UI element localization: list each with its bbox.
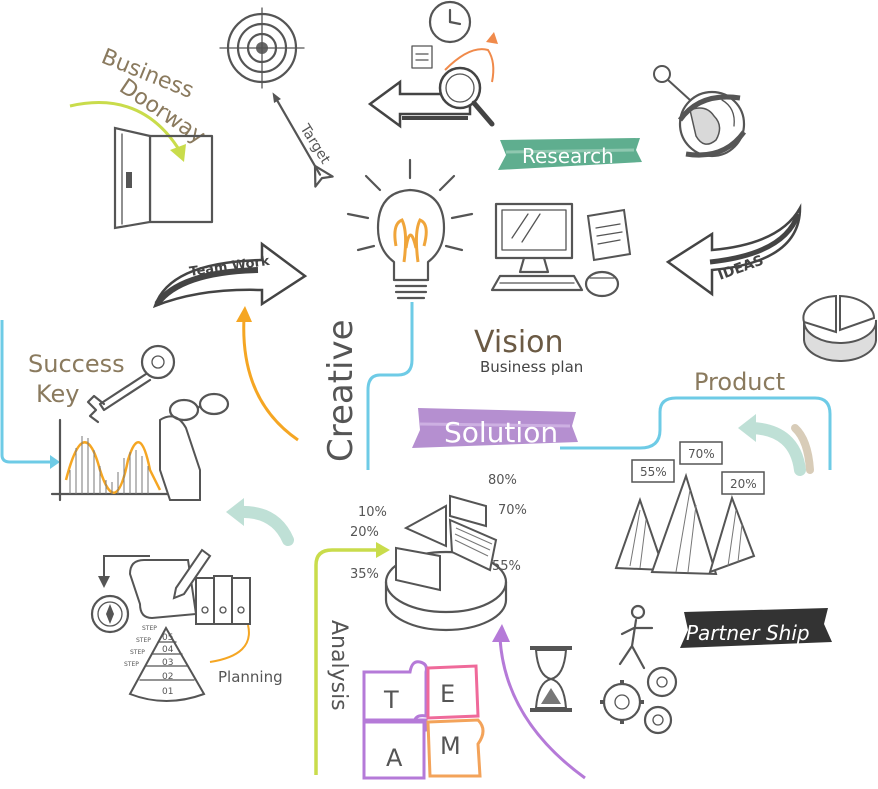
product-percent-1: 55%: [640, 465, 667, 479]
magnifier-icon: [438, 66, 495, 127]
clock-icon: [428, 0, 472, 44]
analysis-label: Analysis: [326, 620, 351, 711]
success-label: Success: [28, 350, 125, 378]
partnership-banner: [680, 608, 832, 648]
pie-percent-70: 70%: [498, 503, 527, 518]
solution-label: Solution: [444, 416, 558, 449]
team-puzzle: [362, 660, 485, 780]
solution-banner: [412, 408, 578, 448]
pie-chart-icon: [802, 294, 878, 363]
yellow-green-connector: [314, 548, 378, 775]
product-label: Product: [694, 368, 785, 396]
team-letter-t: T: [383, 686, 399, 714]
cyan-connector-vision: [366, 302, 414, 470]
research-label: Research: [522, 144, 614, 168]
planning-label: Planning: [218, 668, 283, 686]
cyan-arrowhead: [50, 455, 60, 469]
target-icon: [219, 7, 305, 89]
pencil-icon: [172, 548, 212, 600]
pie-percent-80: 80%: [488, 473, 517, 488]
business-plan-subtitle: Business plan: [480, 358, 583, 376]
product-percent-2: 70%: [688, 447, 715, 461]
pushpin-icon: [653, 65, 691, 101]
planning-step-05: 05: [162, 633, 173, 643]
cyan-connector-left: [0, 320, 52, 464]
pale-green-arrow-left: [232, 505, 294, 546]
pale-green-arrow-right: [746, 422, 806, 476]
yellow-green-arrowhead: [376, 542, 390, 558]
running-man-icon: [618, 604, 654, 670]
partnership-label: Partner Ship: [686, 621, 810, 645]
orange-planning-arrow: [209, 624, 250, 663]
key-label: Key: [36, 380, 80, 408]
computer-icon: [490, 202, 584, 292]
orange-small-arrow: [444, 48, 495, 83]
door-icon: [113, 126, 214, 230]
key-icon: [86, 344, 176, 424]
team-letter-e: E: [440, 680, 455, 708]
mouse-icon: [584, 270, 620, 298]
planning-arrow-left: [98, 555, 150, 588]
orange-small-arrowhead: [486, 32, 498, 44]
planning-step-02: 02: [162, 672, 173, 682]
line-chart-icon: [50, 418, 172, 502]
pie-percent-35: 35%: [350, 567, 379, 582]
planning-step-word-1: STEP: [142, 625, 157, 632]
pale-green-arrowhead-left: [226, 498, 244, 526]
pyramid-chart-icon: [614, 472, 756, 576]
orange-curve-arrow: [242, 317, 299, 442]
purple-arrowhead: [492, 624, 510, 642]
planning-step-word-2: STEP: [136, 637, 151, 644]
team-letter-a: A: [386, 744, 403, 772]
team-letter-m: M: [440, 732, 461, 760]
compass-icon: [90, 594, 130, 634]
document-icon: [586, 208, 632, 262]
dart-icon: [272, 92, 334, 188]
notes-icon: [411, 45, 433, 69]
cyan-connector-product: [560, 396, 832, 470]
planning-step-01: 01: [162, 687, 173, 697]
hourglass-icon: [530, 646, 572, 712]
purple-curve-arrow: [498, 637, 586, 780]
vision-title: Vision: [474, 325, 564, 360]
center-pie-icon: [384, 494, 508, 632]
globe-icon: [677, 90, 747, 158]
ideas-arrow: [665, 203, 802, 297]
product-percent-3: 20%: [730, 477, 757, 491]
tan-arrow-right: [791, 424, 814, 474]
planning-step-word-3: STEP: [130, 649, 145, 656]
planning-step-04: 04: [162, 645, 174, 655]
product-callout-2: 70%: [679, 441, 723, 465]
pale-green-arrowhead-right: [738, 414, 756, 442]
gears-icon: [600, 666, 678, 735]
product-callout-1: 55%: [631, 459, 675, 483]
creative-label: Creative: [321, 319, 361, 462]
pie-percent-20: 20%: [350, 525, 379, 540]
planning-cone-icon: [128, 625, 206, 702]
planning-step-word-4: STEP: [124, 661, 139, 668]
lightbulb-icon: [346, 158, 474, 300]
pie-percent-10: 10%: [358, 505, 387, 520]
green-arrowhead: [170, 144, 186, 162]
research-banner: [498, 138, 642, 170]
planning-step-03: 03: [162, 658, 173, 668]
pie-percent-55: 55%: [492, 559, 521, 574]
hand-with-glasses-icon: [159, 392, 230, 501]
binders-icon: [195, 575, 251, 625]
team-work-arrow: [152, 241, 308, 309]
product-callout-3: 20%: [721, 471, 765, 495]
orange-arrowhead: [236, 306, 252, 322]
